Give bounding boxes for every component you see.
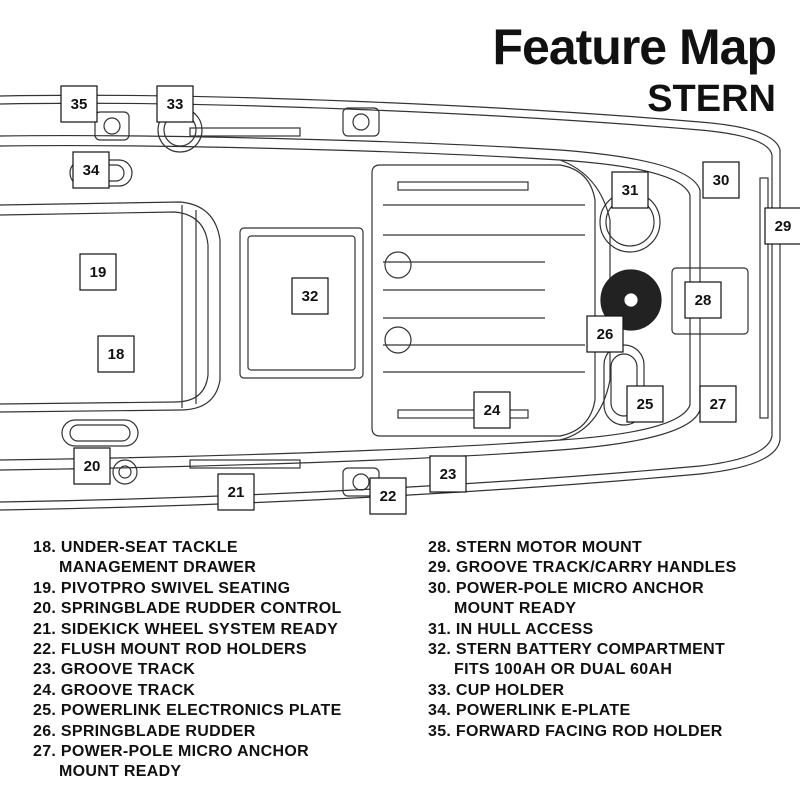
legend-item-29: 29. GROOVE TRACK/CARRY HANDLES <box>428 559 737 577</box>
legend-item-34: 34. POWERLINK E-PLATE <box>428 702 631 720</box>
callout-20: 20 <box>73 447 111 485</box>
legend-item-21: 21. SIDEKICK WHEEL SYSTEM READY <box>33 620 339 638</box>
legend-item-33: 33. CUP HOLDER <box>428 681 565 699</box>
legend-item-31: 31. IN HULL ACCESS <box>428 620 594 638</box>
hull-outline <box>0 94 781 511</box>
callout-label: 18 <box>108 346 125 363</box>
callout-34: 34 <box>72 151 110 189</box>
callout-32: 32 <box>291 277 329 315</box>
callout-label: 20 <box>84 458 101 475</box>
callout-label: 32 <box>302 288 319 305</box>
legend-item-19: 19. PIVOTPRO SWIVEL SEATING <box>33 579 291 597</box>
page-subtitle: STERN <box>647 78 776 120</box>
callout-24: 24 <box>473 391 511 429</box>
callout-28: 28 <box>684 281 722 319</box>
callout-boxes: 35 33 34 31 30 29 19 32 28 26 18 25 27 24 20 23 21 22 <box>60 85 800 515</box>
callout-label: 34 <box>83 162 100 179</box>
callout-30: 30 <box>702 161 740 199</box>
callout-label: 31 <box>622 182 639 199</box>
legend-item-35: 35. FORWARD FACING ROD HOLDER <box>428 722 723 740</box>
callout-29: 29 <box>764 207 800 245</box>
legend-item-28: 28. STERN MOTOR MOUNT <box>428 539 643 556</box>
legend-item-26: 26. SPRINGBLADE RUDDER <box>33 722 256 740</box>
page-title: Feature Map <box>492 19 777 75</box>
callout-22: 22 <box>369 477 407 515</box>
callout-label: 28 <box>695 292 712 309</box>
legend-right: 28. STERN MOTOR MOUNT 29. GROOVE TRACK/C… <box>428 538 737 742</box>
legend-item-23: 23. GROOVE TRACK <box>33 661 196 679</box>
callout-31: 31 <box>611 171 649 209</box>
callout-label: 24 <box>484 402 501 419</box>
callout-26: 26 <box>586 315 624 353</box>
callout-25: 25 <box>626 385 664 423</box>
callout-35: 35 <box>60 85 98 123</box>
callout-23: 23 <box>429 455 467 493</box>
legend-item-20: 20. SPRINGBLADE RUDDER CONTROL <box>33 600 342 618</box>
callout-label: 30 <box>713 172 730 189</box>
callout-33: 33 <box>156 85 194 123</box>
callout-label: 23 <box>440 466 457 483</box>
callout-label: 29 <box>775 218 792 235</box>
callout-label: 35 <box>71 96 88 113</box>
legend-item-22: 22. FLUSH MOUNT ROD HOLDERS <box>33 641 307 659</box>
legend-item-24: 24. GROOVE TRACK <box>33 681 196 699</box>
callout-label: 21 <box>228 484 245 501</box>
callout-18: 18 <box>97 335 135 373</box>
legend-item-25: 25. POWERLINK ELECTRONICS PLATE <box>33 702 342 720</box>
callout-label: 25 <box>637 396 654 413</box>
callout-label: 33 <box>167 96 184 113</box>
callout-19: 19 <box>79 253 117 291</box>
callout-21: 21 <box>217 473 255 511</box>
callout-label: 26 <box>597 326 614 343</box>
callout-label: 19 <box>90 264 107 281</box>
callout-label: 27 <box>710 396 727 413</box>
callout-27: 27 <box>699 385 737 423</box>
callout-label: 22 <box>380 488 397 505</box>
